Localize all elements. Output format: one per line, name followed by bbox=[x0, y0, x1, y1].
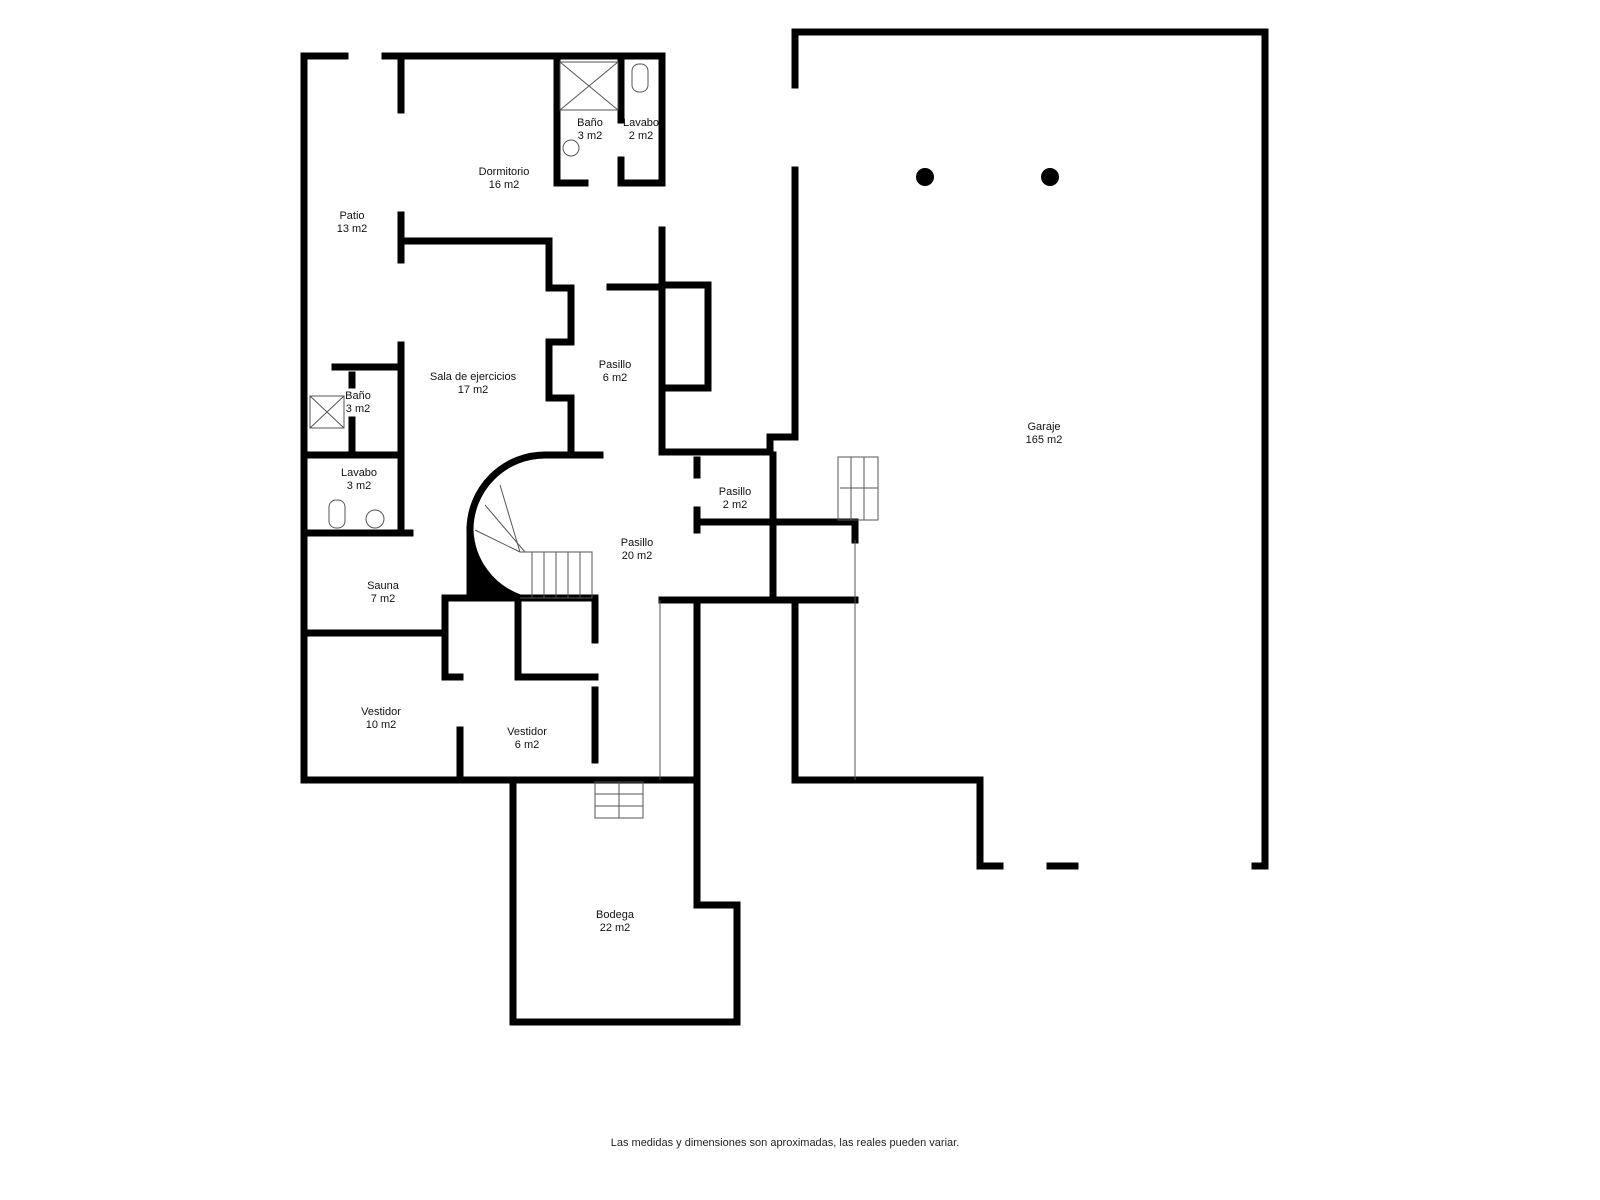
columns bbox=[916, 168, 1059, 186]
toilet-icon bbox=[631, 63, 649, 93]
disclaimer-text: Las medidas y dimensiones son aproximada… bbox=[610, 1137, 960, 1149]
sink-icon bbox=[365, 509, 385, 529]
column-icon bbox=[1041, 168, 1059, 186]
toilet-icon bbox=[328, 499, 346, 529]
stairs-icon bbox=[474, 456, 879, 819]
shower-icon bbox=[559, 61, 619, 111]
walls bbox=[300, 28, 1269, 1026]
fixtures bbox=[309, 61, 879, 819]
column-icon bbox=[916, 168, 934, 186]
sink-icon bbox=[562, 139, 580, 157]
shower-icon bbox=[309, 395, 345, 429]
